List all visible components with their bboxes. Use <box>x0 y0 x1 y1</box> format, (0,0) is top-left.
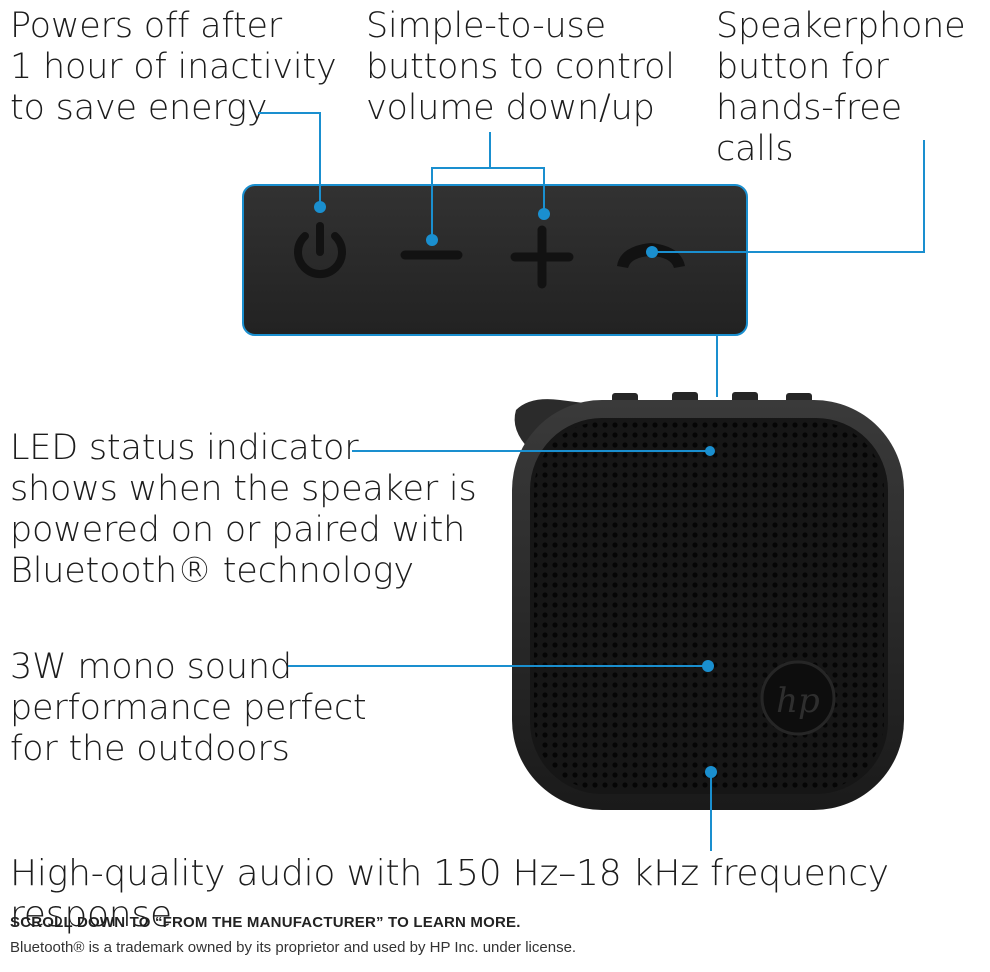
callout-audio: High-quality audio with 150 Hz–18 kHz fr… <box>10 853 889 935</box>
scroll-note: SCROLL DOWN TO “FROM THE MANUFACTURER” T… <box>10 914 521 931</box>
power-icon <box>294 222 346 279</box>
logo-text: hp <box>776 681 820 721</box>
callout-dots <box>314 201 717 778</box>
callout-speakerphone: Speakerphone button for hands-free calls <box>716 6 966 169</box>
callout-volume: Simple-to-use buttons to control volume … <box>366 6 675 128</box>
trademark-note: Bluetooth® is a trademark owned by its p… <box>10 939 577 956</box>
callout-lines <box>258 112 925 851</box>
callout-sound: 3W mono sound performance perfect for th… <box>10 647 367 769</box>
callout-led: LED status indicator shows when the spea… <box>10 428 477 591</box>
button-panel <box>242 184 748 336</box>
callout-power: Powers off after 1 hour of inactivity to… <box>10 6 337 128</box>
hp-logo: hp <box>760 660 836 736</box>
plus-icon <box>510 225 574 289</box>
